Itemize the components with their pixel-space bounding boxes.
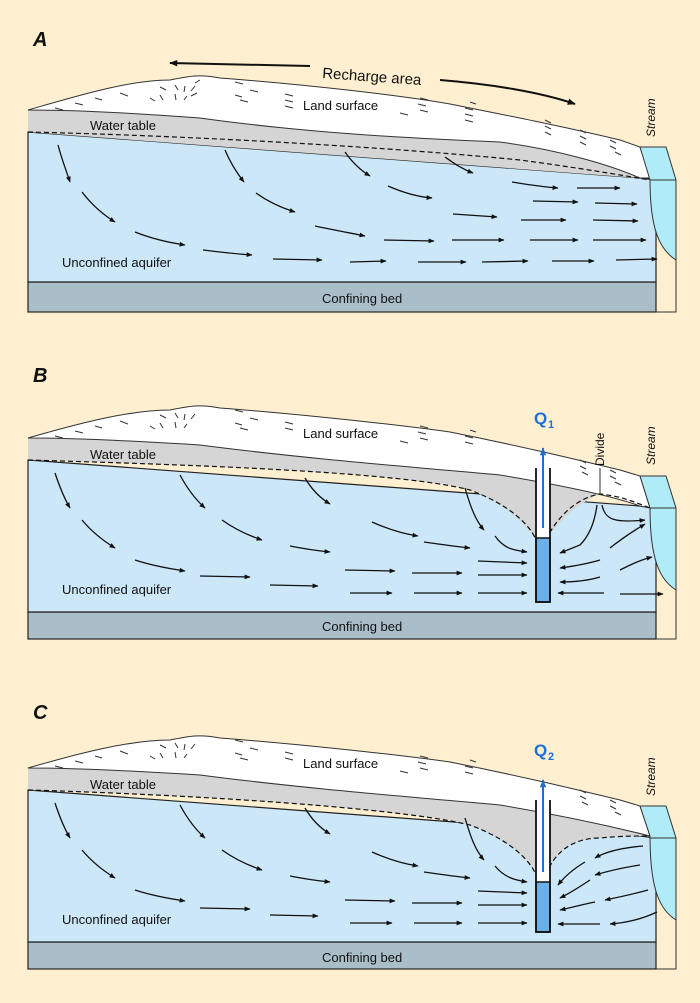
recharge-area-label: Recharge area: [322, 65, 423, 89]
water-table-label: Water table: [90, 118, 156, 133]
water-table-line: [27, 459, 651, 541]
confining-bed: [27, 281, 657, 313]
panel-b: B Q 1 Divide Land surface Water table Un…: [27, 365, 677, 640]
panel-letter: C: [33, 702, 48, 724]
unconfined-aquifer-label: Unconfined aquifer: [62, 582, 172, 597]
panel-c: C Q 2 Land surface Water table Unconfine…: [27, 702, 677, 970]
stream-label: Stream: [644, 98, 658, 137]
land-surface-label: Land surface: [303, 98, 378, 113]
pumping-well: [535, 447, 551, 603]
pumping-rate-label: Q: [534, 741, 547, 760]
flow-arrows: [54, 802, 658, 927]
well-casing: [535, 800, 551, 933]
land-surface: [27, 405, 651, 509]
land-hatching: [54, 739, 622, 816]
pumping-rate-subscript: 2: [548, 751, 554, 763]
water-table-label: Water table: [90, 777, 156, 792]
well-water: [535, 537, 551, 603]
unconfined-aquifer-label: Unconfined aquifer: [62, 912, 172, 927]
pumping-rate-label: Q: [534, 409, 547, 428]
recharge-arrow-right: [439, 79, 576, 105]
recharge-arrow-left: [169, 59, 311, 67]
land-surface-label: Land surface: [303, 426, 378, 441]
well-water: [535, 881, 551, 933]
stream-label: Stream: [644, 426, 658, 465]
unsaturated-zone: [28, 110, 640, 178]
flow-arrows: [57, 144, 658, 265]
land-surface-label: Land surface: [303, 756, 378, 771]
unconfined-aquifer-label: Unconfined aquifer: [62, 255, 172, 270]
unsaturated-zone: [28, 438, 650, 540]
panel-letter: B: [33, 365, 47, 387]
land-hatching: [54, 79, 622, 156]
confining-bed: [27, 941, 657, 970]
land-surface: [27, 735, 651, 837]
unsaturated-zone: [28, 768, 650, 875]
land-hatching: [54, 409, 622, 486]
block-side: [656, 838, 677, 970]
flow-arrows: [54, 472, 664, 597]
confining-bed-label: Confining bed: [322, 950, 402, 965]
confining-bed: [27, 611, 657, 640]
pumping-well: [535, 779, 551, 933]
water-table-label: Water table: [90, 447, 156, 462]
stream-label: Stream: [644, 757, 658, 796]
land-surface: [27, 75, 651, 179]
panel-a: A Recharge area Land surface Water table…: [27, 29, 677, 313]
water-table-line: [27, 789, 651, 876]
panel-letter: A: [32, 29, 47, 51]
block-side: [656, 508, 677, 640]
confining-bed-label: Confining bed: [322, 619, 402, 634]
divide-label: Divide: [593, 432, 607, 466]
block-side: [656, 180, 677, 313]
well-casing: [535, 468, 551, 603]
pumping-rate-subscript: 1: [548, 419, 554, 431]
confining-bed-label: Confining bed: [322, 291, 402, 306]
